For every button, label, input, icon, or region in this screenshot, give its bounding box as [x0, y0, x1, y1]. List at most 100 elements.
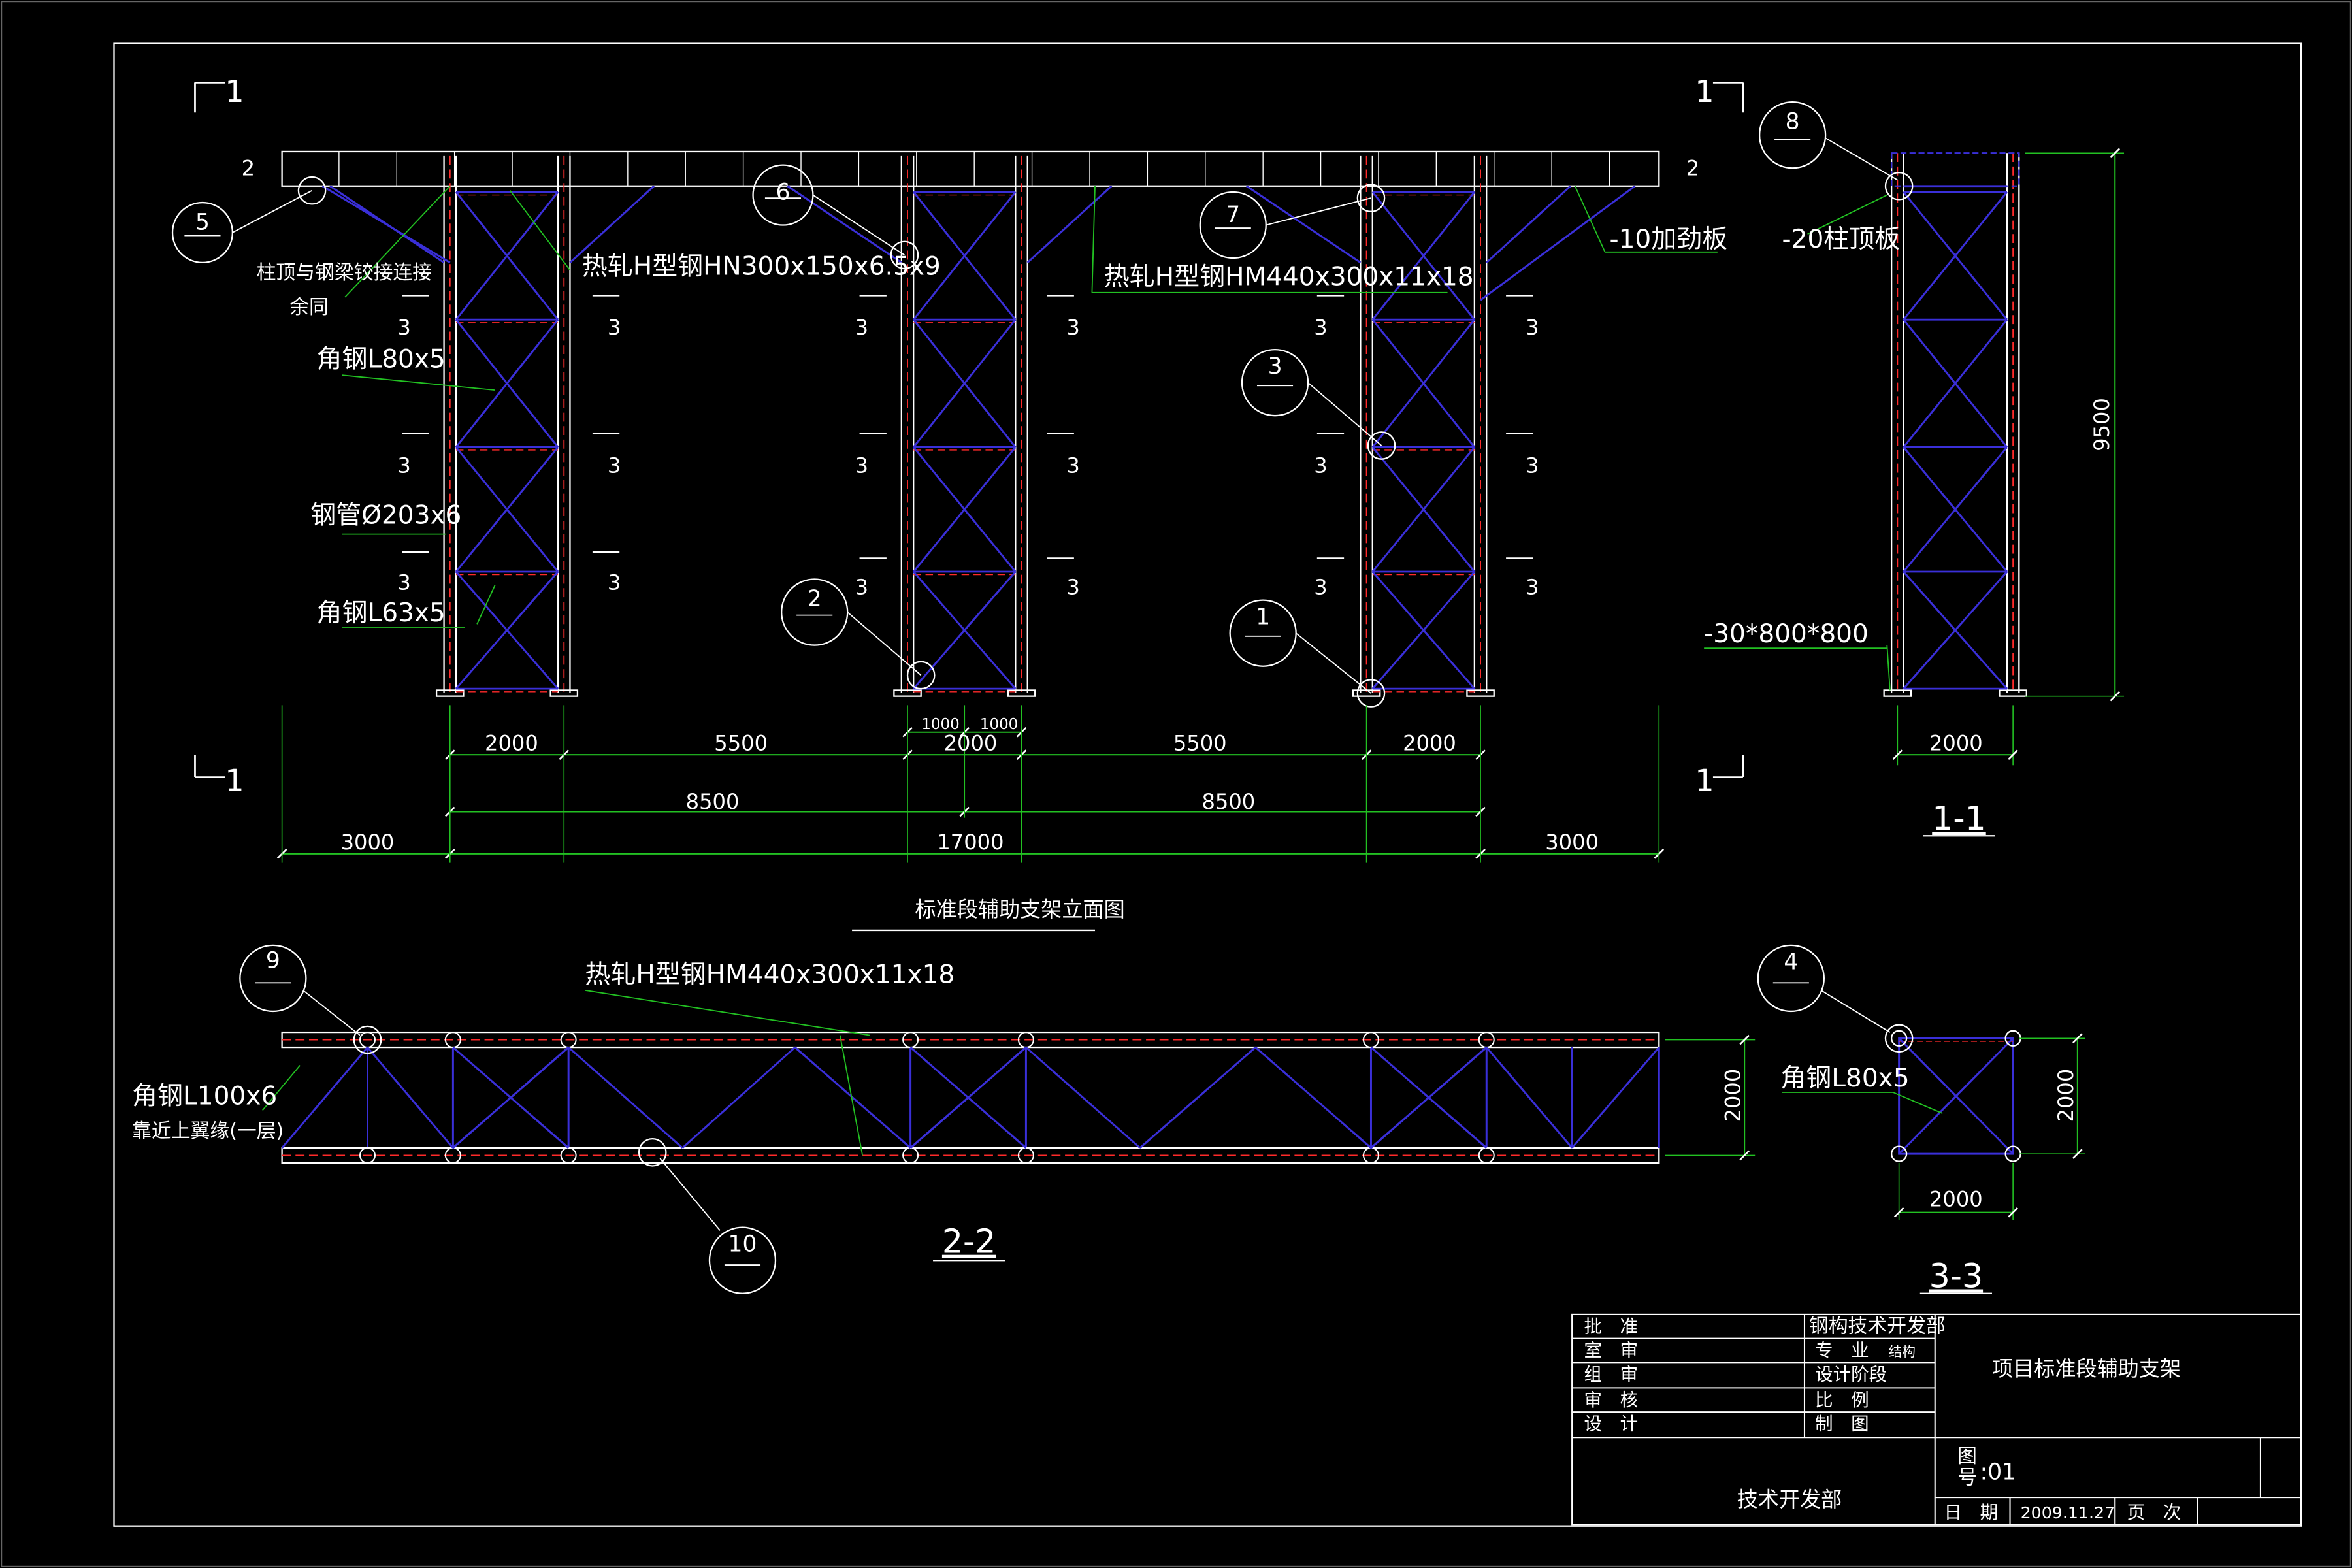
note-leader — [1574, 186, 1606, 253]
tb-drawn-label: 制 图 — [1815, 1414, 1869, 1435]
note-angle-l63: 角钢L63x5 — [316, 598, 445, 628]
note-leader — [1807, 194, 1887, 235]
detail-leader — [812, 194, 905, 256]
section-mark-3: 3 — [1066, 315, 1079, 340]
tb-discipline-value: 结构 — [1889, 1344, 1916, 1360]
detail-number-4: 4 — [1784, 949, 1798, 975]
diagonal-brace — [1903, 319, 2008, 448]
section-mark-3: 3 — [608, 315, 621, 340]
note-beam-hn: 热轧H型钢HN300x150x6.5x9 — [582, 252, 941, 281]
knee-brace — [321, 185, 451, 264]
note-leader — [1091, 186, 1096, 293]
tb-date-label: 日 期 — [1944, 1502, 1999, 1523]
dim-cantilever-right: 3000 — [1545, 830, 1599, 855]
diagonal-brace — [1371, 571, 1476, 690]
elevation-view — [171, 81, 1744, 932]
detail-leader — [302, 990, 361, 1036]
detail-target-circle — [353, 1025, 382, 1054]
note-angle-l100-position: 靠近上翼缘(一层) — [132, 1120, 284, 1143]
tb-role: 室 审 — [1584, 1340, 1638, 1361]
tb-role: 设 计 — [1584, 1414, 1638, 1435]
dimension-tick — [2008, 1207, 2018, 1218]
detail-leader — [1296, 632, 1372, 694]
section-mark-3: 3 — [1526, 574, 1539, 599]
section-1-1-view — [1704, 101, 2125, 837]
detail-target-circle — [297, 176, 327, 205]
section-2-2-view — [239, 944, 1756, 1294]
note-leader — [1893, 1092, 1943, 1114]
knee-brace — [569, 185, 655, 264]
tb-date: 2009.11.27 — [2021, 1503, 2115, 1522]
section-mark-3: 3 — [855, 453, 868, 478]
section-mark-1-bottom-left: 1 — [225, 762, 244, 798]
column-top-plate — [1891, 152, 2020, 187]
lateral-brace — [681, 1046, 796, 1149]
detail-number-1: 1 — [1256, 604, 1270, 630]
tb-stage-label: 设计阶段 — [1815, 1364, 1887, 1385]
detail-target-circle — [890, 240, 919, 270]
diagonal-brace — [1371, 446, 1476, 572]
detail-number-2: 2 — [808, 586, 822, 612]
detail-leader — [1820, 990, 1891, 1033]
section-mark-3: 3 — [1066, 453, 1079, 478]
column-plan-circle — [1891, 1145, 1908, 1162]
section-title-2-2: 2-2 — [942, 1222, 996, 1261]
detail-leader — [659, 1158, 721, 1231]
column-base-plate — [435, 689, 465, 697]
detail-target-circle — [1356, 184, 1386, 212]
dimension-tick — [1739, 1150, 1750, 1161]
section-title-1-1: 1-1 — [1932, 799, 1985, 838]
tb-drawing-no-label-2: 号 — [1957, 1466, 1977, 1489]
lateral-brace — [1370, 1046, 1488, 1149]
diagonal-brace — [913, 191, 1017, 321]
column-base-plate — [1883, 689, 1912, 697]
column-base-plate — [1466, 689, 1495, 697]
diagonal-brace — [913, 446, 1017, 572]
tb-scale-label: 比 例 — [1815, 1390, 1869, 1411]
note-s22-beam: 热轧H型钢HM440x300x11x18 — [585, 960, 955, 989]
top-beam — [281, 150, 1660, 187]
column-base-plate — [1007, 689, 1036, 697]
dimension-tick — [2008, 749, 2018, 760]
diagonal-brace — [913, 571, 1017, 690]
detail-target-circle — [1356, 679, 1386, 708]
dim-half-left: 8500 — [686, 789, 740, 814]
section-mark-3: 3 — [1314, 315, 1327, 340]
section-mark-1-top-left: 1 — [225, 74, 244, 109]
section-title-3-3: 3-3 — [1929, 1257, 1983, 1296]
tb-company: 钢构技术开发部 — [1809, 1315, 1946, 1337]
section-mark-3: 3 — [855, 315, 868, 340]
note-leader — [585, 989, 870, 1036]
detail-leader — [1266, 197, 1371, 226]
knee-brace — [1246, 185, 1362, 264]
section-mark-1-top-right: 1 — [1695, 74, 1714, 109]
lateral-brace — [794, 1046, 911, 1149]
section-mark-3: 3 — [397, 315, 410, 340]
note-s33-angle: 角钢L80x5 — [1780, 1064, 1909, 1093]
drawing-border — [113, 42, 2302, 1527]
detail-bubble — [1758, 101, 1827, 169]
detail-number-3: 3 — [1268, 353, 1282, 380]
dim-bay-right: 2000 — [1403, 730, 1456, 755]
dim-span-right: 5500 — [1173, 730, 1227, 755]
detail-leader — [232, 189, 312, 233]
column-base-plate — [1999, 689, 2027, 697]
dim-bay-left: 2000 — [485, 730, 538, 755]
dim-height-3-3: 2000 — [2053, 1069, 2078, 1122]
dimension-tick — [1892, 749, 1903, 760]
diagonal-brace — [913, 319, 1017, 448]
section-mark-3: 3 — [1066, 574, 1079, 599]
lateral-brace — [568, 1046, 683, 1149]
note-pipe: 钢管Ø203x6 — [310, 501, 461, 531]
note-top-connection: 柱顶与钢梁铰接连接 — [257, 261, 433, 284]
knee-brace — [1026, 185, 1113, 264]
diagonal-brace — [1903, 191, 2008, 321]
detail-leader — [1825, 137, 1898, 181]
lateral-brace — [1139, 1046, 1256, 1149]
section-mark-3: 3 — [608, 453, 621, 478]
diagonal-brace — [1371, 191, 1476, 321]
note-base-plate: -30*800*800 — [1704, 619, 1869, 649]
section-mark-3: 3 — [1526, 453, 1539, 478]
section-mark-3: 3 — [397, 453, 410, 478]
detail-leader — [1307, 382, 1382, 446]
